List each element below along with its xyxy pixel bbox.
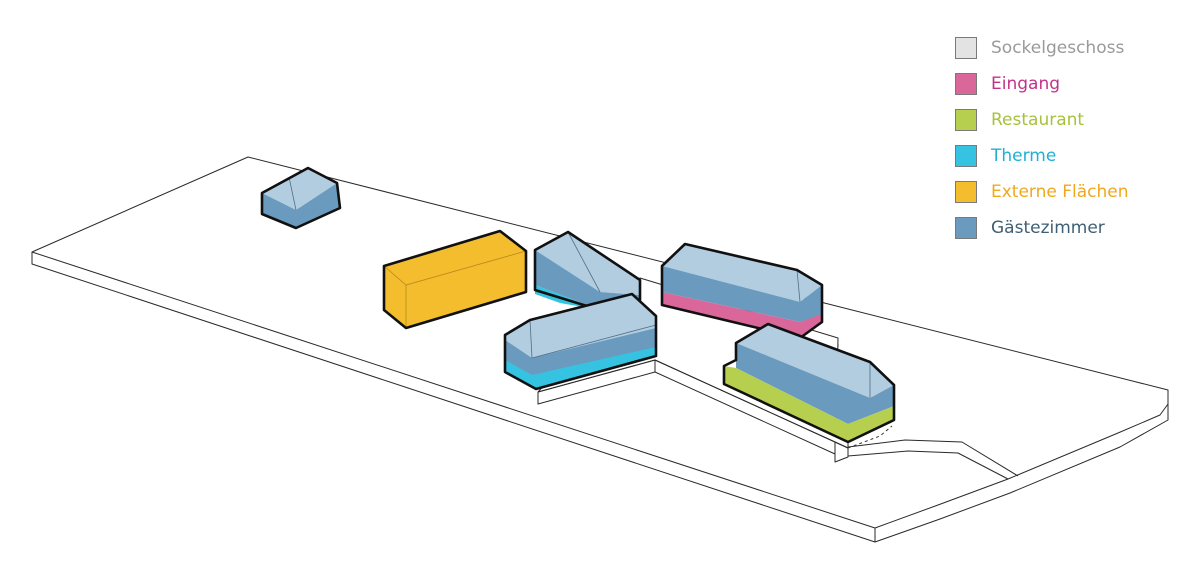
therme-upper-roof — [535, 232, 640, 295]
eingang-roof — [662, 244, 822, 302]
legend-label: Restaurant — [991, 110, 1085, 130]
legend-label: Externe Flächen — [991, 182, 1129, 202]
eingang-ridge — [796, 269, 801, 303]
legend-item-restaurant: Restaurant — [955, 102, 1129, 138]
site-path-right — [847, 450, 1009, 480]
site-right-edge — [874, 404, 1169, 543]
restaurant-guest — [736, 343, 894, 424]
eingang-guest — [662, 266, 822, 322]
therme-lower-guest — [505, 328, 656, 380]
building-externe-flaechen — [382, 229, 528, 330]
site-path-left — [847, 439, 1019, 477]
building-therme-upper — [533, 230, 642, 312]
therme-lower-therme — [505, 347, 656, 389]
therme-upper-guest — [535, 250, 640, 310]
legend-label: Eingang — [991, 74, 1061, 94]
legend-swatch — [955, 145, 977, 167]
legend-label: Therme — [991, 146, 1057, 166]
podium-side-front — [834, 441, 849, 463]
site-front-edge — [31, 252, 876, 543]
pavilion-roof — [262, 168, 337, 210]
legend-item-externe-fl-chen: Externe Flächen — [955, 174, 1129, 210]
external-outline — [382, 229, 528, 330]
therme-lower-outline — [503, 292, 658, 391]
legend-item-eingang: Eingang — [955, 66, 1129, 102]
legend-item-g-stezimmer: Gästezimmer — [955, 210, 1129, 246]
therme-upper-ridge — [567, 231, 601, 293]
pavilion-outline — [260, 166, 342, 230]
therme-lower-roof — [505, 294, 656, 366]
legend-item-sockelgeschoss: Sockelgeschoss — [955, 30, 1129, 66]
eingang-outline — [660, 242, 824, 340]
legend-swatch — [955, 37, 977, 59]
building-restaurant — [722, 322, 896, 444]
restaurant-roof — [736, 324, 894, 398]
legend-swatch — [955, 217, 977, 239]
therme-lower-ridge — [529, 319, 657, 359]
building-therme-lower — [503, 292, 658, 391]
podium-dash-2 — [847, 425, 893, 449]
legend-swatch — [955, 73, 977, 95]
building-guest-pavilion — [260, 166, 342, 230]
restaurant-outline — [722, 322, 896, 444]
external-top — [384, 231, 526, 328]
pavilion-ridge — [288, 176, 297, 211]
restaurant-dining — [724, 366, 894, 442]
legend-item-therme: Therme — [955, 138, 1129, 174]
legend-label: Gästezimmer — [991, 218, 1105, 238]
legend-swatch — [955, 181, 977, 203]
legend-swatch — [955, 109, 977, 131]
legend-label: Sockelgeschoss — [991, 38, 1125, 58]
eingang-entrance — [662, 292, 822, 338]
building-eingang — [660, 242, 824, 340]
